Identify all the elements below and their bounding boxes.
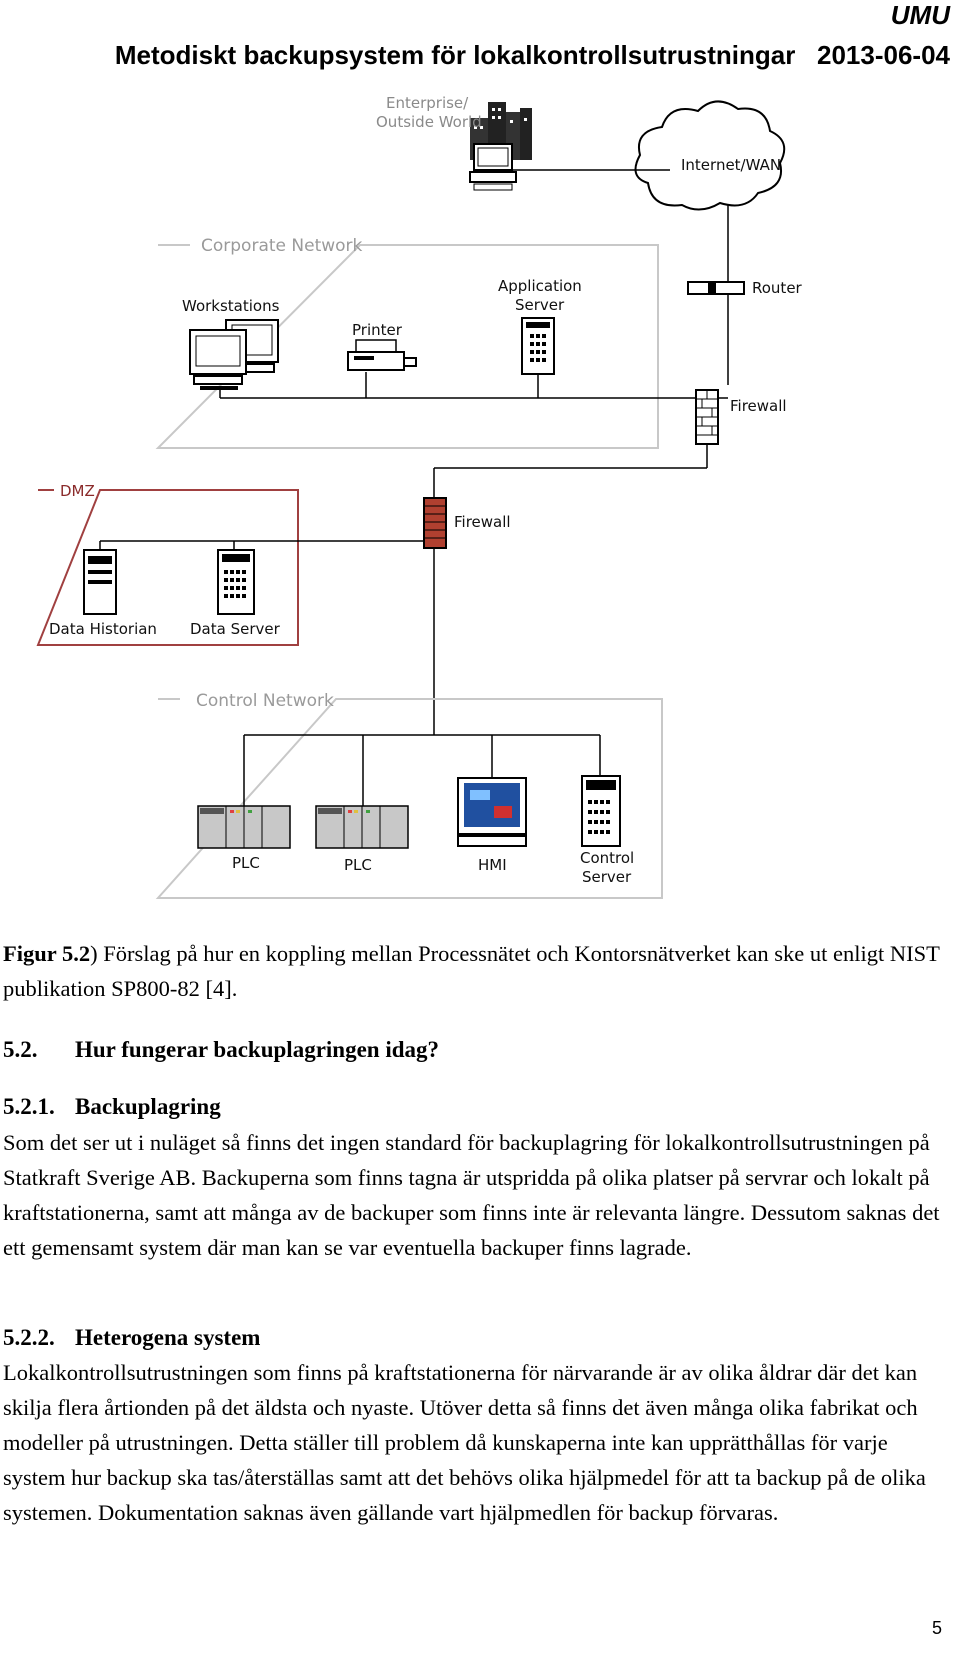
plc-1-icon — [197, 805, 291, 849]
header-org: UMU — [890, 0, 950, 30]
figure-caption-text: ) Förslag på hur en koppling mellan Proc… — [3, 941, 940, 1001]
plc-2-label: PLC — [344, 856, 372, 874]
control-server-label-2: Server — [582, 868, 632, 886]
enterprise-label-2: Outside World — [376, 113, 482, 131]
dmz-label: DMZ — [60, 482, 95, 500]
subsection-1-number: 5.2.1. — [3, 1094, 55, 1119]
firewall-mid-label: Firewall — [454, 513, 511, 531]
page-number: 5 — [931, 1618, 942, 1638]
plc-2-icon — [315, 805, 409, 849]
figure-caption: Figur 5.2) Förslag på hur en koppling me… — [3, 936, 955, 1006]
internet-cloud-icon — [634, 100, 786, 211]
control-network-label: Control Network — [196, 691, 334, 711]
subsection-2-number: 5.2.2. — [3, 1325, 55, 1350]
subsection-1-paragraph: Som det ser ut i nuläget så finns det in… — [3, 1130, 940, 1260]
firewall-top-icon — [695, 389, 719, 445]
enterprise-icon — [469, 102, 532, 191]
app-server-label-2: Server — [515, 296, 565, 314]
subsection-2-title: Heterogena system — [75, 1325, 261, 1350]
network-diagram: Enterprise/ Outside World Internet/WAN C… — [36, 94, 803, 899]
data-server-icon — [217, 549, 255, 615]
firewall-top-label: Firewall — [730, 397, 787, 415]
subsection-2-heading: 5.2.2. Heterogena system — [3, 1320, 955, 1355]
subsection-1-title: Backuplagring — [75, 1094, 221, 1119]
control-server-label-1: Control — [580, 849, 634, 867]
internet-label: Internet/WAN — [681, 156, 781, 174]
section-number: 5.2. — [3, 1037, 38, 1062]
section-heading: 5.2. Hur fungerar backuplagringen idag? — [3, 1032, 955, 1067]
firewall-mid-icon — [423, 497, 447, 549]
subsection-1-heading: 5.2.1. Backuplagring — [3, 1089, 955, 1124]
header-title: Metodiskt backupsystem för lokalkontroll… — [114, 40, 950, 70]
hmi-label: HMI — [478, 856, 507, 874]
printer-icon — [347, 339, 417, 371]
data-server-label: Data Server — [190, 620, 281, 638]
printer-label: Printer — [352, 321, 403, 339]
data-historian-icon — [83, 549, 117, 615]
workstation-icon — [189, 319, 279, 390]
router-label: Router — [752, 279, 803, 297]
enterprise-label-1: Enterprise/ — [386, 94, 469, 112]
workstations-label: Workstations — [182, 297, 280, 315]
data-historian-label: Data Historian — [49, 620, 157, 638]
router-icon — [687, 281, 745, 295]
app-server-label-1: Application — [498, 277, 582, 295]
app-server-icon — [521, 317, 555, 375]
subsection-2-paragraph: Lokalkontrollsutrustningen som finns på … — [3, 1360, 926, 1525]
hmi-icon — [457, 777, 527, 847]
corporate-network-label: Corporate Network — [201, 236, 363, 256]
figure-caption-prefix: Figur 5.2 — [3, 941, 91, 966]
control-server-icon — [581, 775, 621, 847]
plc-1-label: PLC — [232, 854, 260, 872]
section-title: Hur fungerar backuplagringen idag? — [75, 1037, 440, 1062]
